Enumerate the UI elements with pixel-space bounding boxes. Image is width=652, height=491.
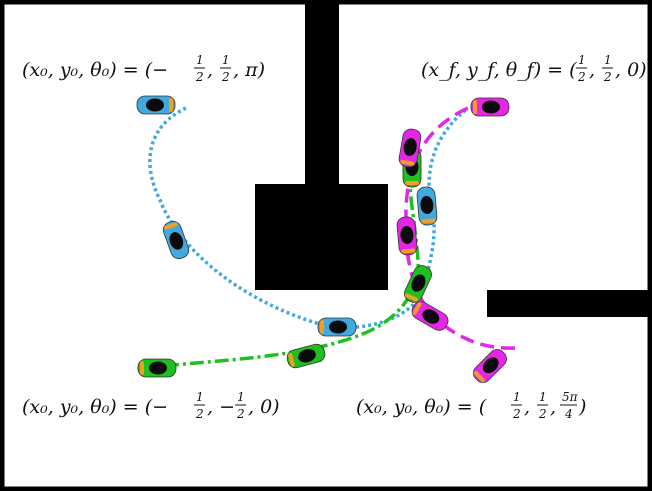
green-trajectory — [139, 169, 420, 370]
svg-text:1: 1 — [604, 53, 612, 67]
svg-text:1: 1 — [513, 390, 521, 404]
goal-label: (x_f, y_f, θ_f) = ( 1 2 , 1 2 , 0) — [421, 53, 647, 84]
svg-text:1: 1 — [196, 53, 204, 67]
horizontal-wall-obstacle — [487, 290, 652, 317]
magenta-start-label: (x₀, y₀, θ₀) = ( 1 2 , 1 2 , 5π 4 ) — [356, 390, 586, 421]
block-obstacle — [255, 184, 388, 290]
svg-text:5π: 5π — [562, 390, 579, 404]
green-car-start — [137, 358, 177, 378]
svg-text:,: , — [207, 59, 213, 81]
svg-text:): ) — [578, 396, 586, 418]
label-lhs: (x₀, y₀, θ₀) = — [22, 59, 145, 81]
svg-text:1: 1 — [539, 390, 547, 404]
svg-text:(x₀, y₀, θ₀) = (−: (x₀, y₀, θ₀) = (− — [22, 59, 168, 81]
green-start-label: (x₀, y₀, θ₀) = (− 1 2 , − 1 2 , 0) — [22, 390, 280, 421]
svg-text:, π): , π) — [233, 59, 265, 81]
magenta-car-goal — [470, 97, 510, 117]
svg-text:, 0): , 0) — [248, 396, 280, 418]
svg-text:,: , — [550, 396, 556, 418]
magenta-car — [408, 298, 452, 334]
svg-text:(x₀, y₀, θ₀) = (: (x₀, y₀, θ₀) = ( — [356, 396, 487, 418]
magenta-car — [395, 215, 419, 257]
svg-text:2: 2 — [603, 70, 612, 84]
svg-text:4: 4 — [564, 407, 573, 421]
svg-text:1: 1 — [237, 390, 245, 404]
svg-text:1: 1 — [578, 53, 586, 67]
svg-text:(x₀, y₀, θ₀) = (−: (x₀, y₀, θ₀) = (− — [22, 396, 168, 418]
svg-text:2: 2 — [512, 407, 521, 421]
svg-text:2: 2 — [195, 407, 204, 421]
svg-text:,: , — [589, 59, 595, 81]
svg-text:2: 2 — [538, 407, 547, 421]
svg-text:2: 2 — [236, 407, 245, 421]
magenta-car-start — [469, 345, 511, 387]
blue-car — [317, 317, 357, 337]
svg-text:2: 2 — [221, 70, 230, 84]
svg-text:,: , — [524, 396, 530, 418]
svg-text:1: 1 — [196, 390, 204, 404]
svg-text:, −: , − — [207, 396, 235, 418]
vertical-wall-obstacle — [305, 0, 339, 186]
green-car — [401, 262, 435, 306]
svg-text:2: 2 — [577, 70, 586, 84]
magenta-trajectory — [404, 106, 516, 350]
blue-car-start — [136, 95, 176, 115]
svg-text:1: 1 — [222, 53, 230, 67]
green-car — [284, 341, 328, 371]
svg-text:, 0): , 0) — [615, 59, 647, 81]
svg-text:(x_f, y_f, θ_f) = (: (x_f, y_f, θ_f) = ( — [421, 59, 577, 81]
blue-start-label: (x₀, y₀, θ₀) = (− 1 2 , 1 2 , π) — [22, 53, 265, 84]
svg-text:2: 2 — [195, 70, 204, 84]
blue-car — [415, 185, 439, 227]
